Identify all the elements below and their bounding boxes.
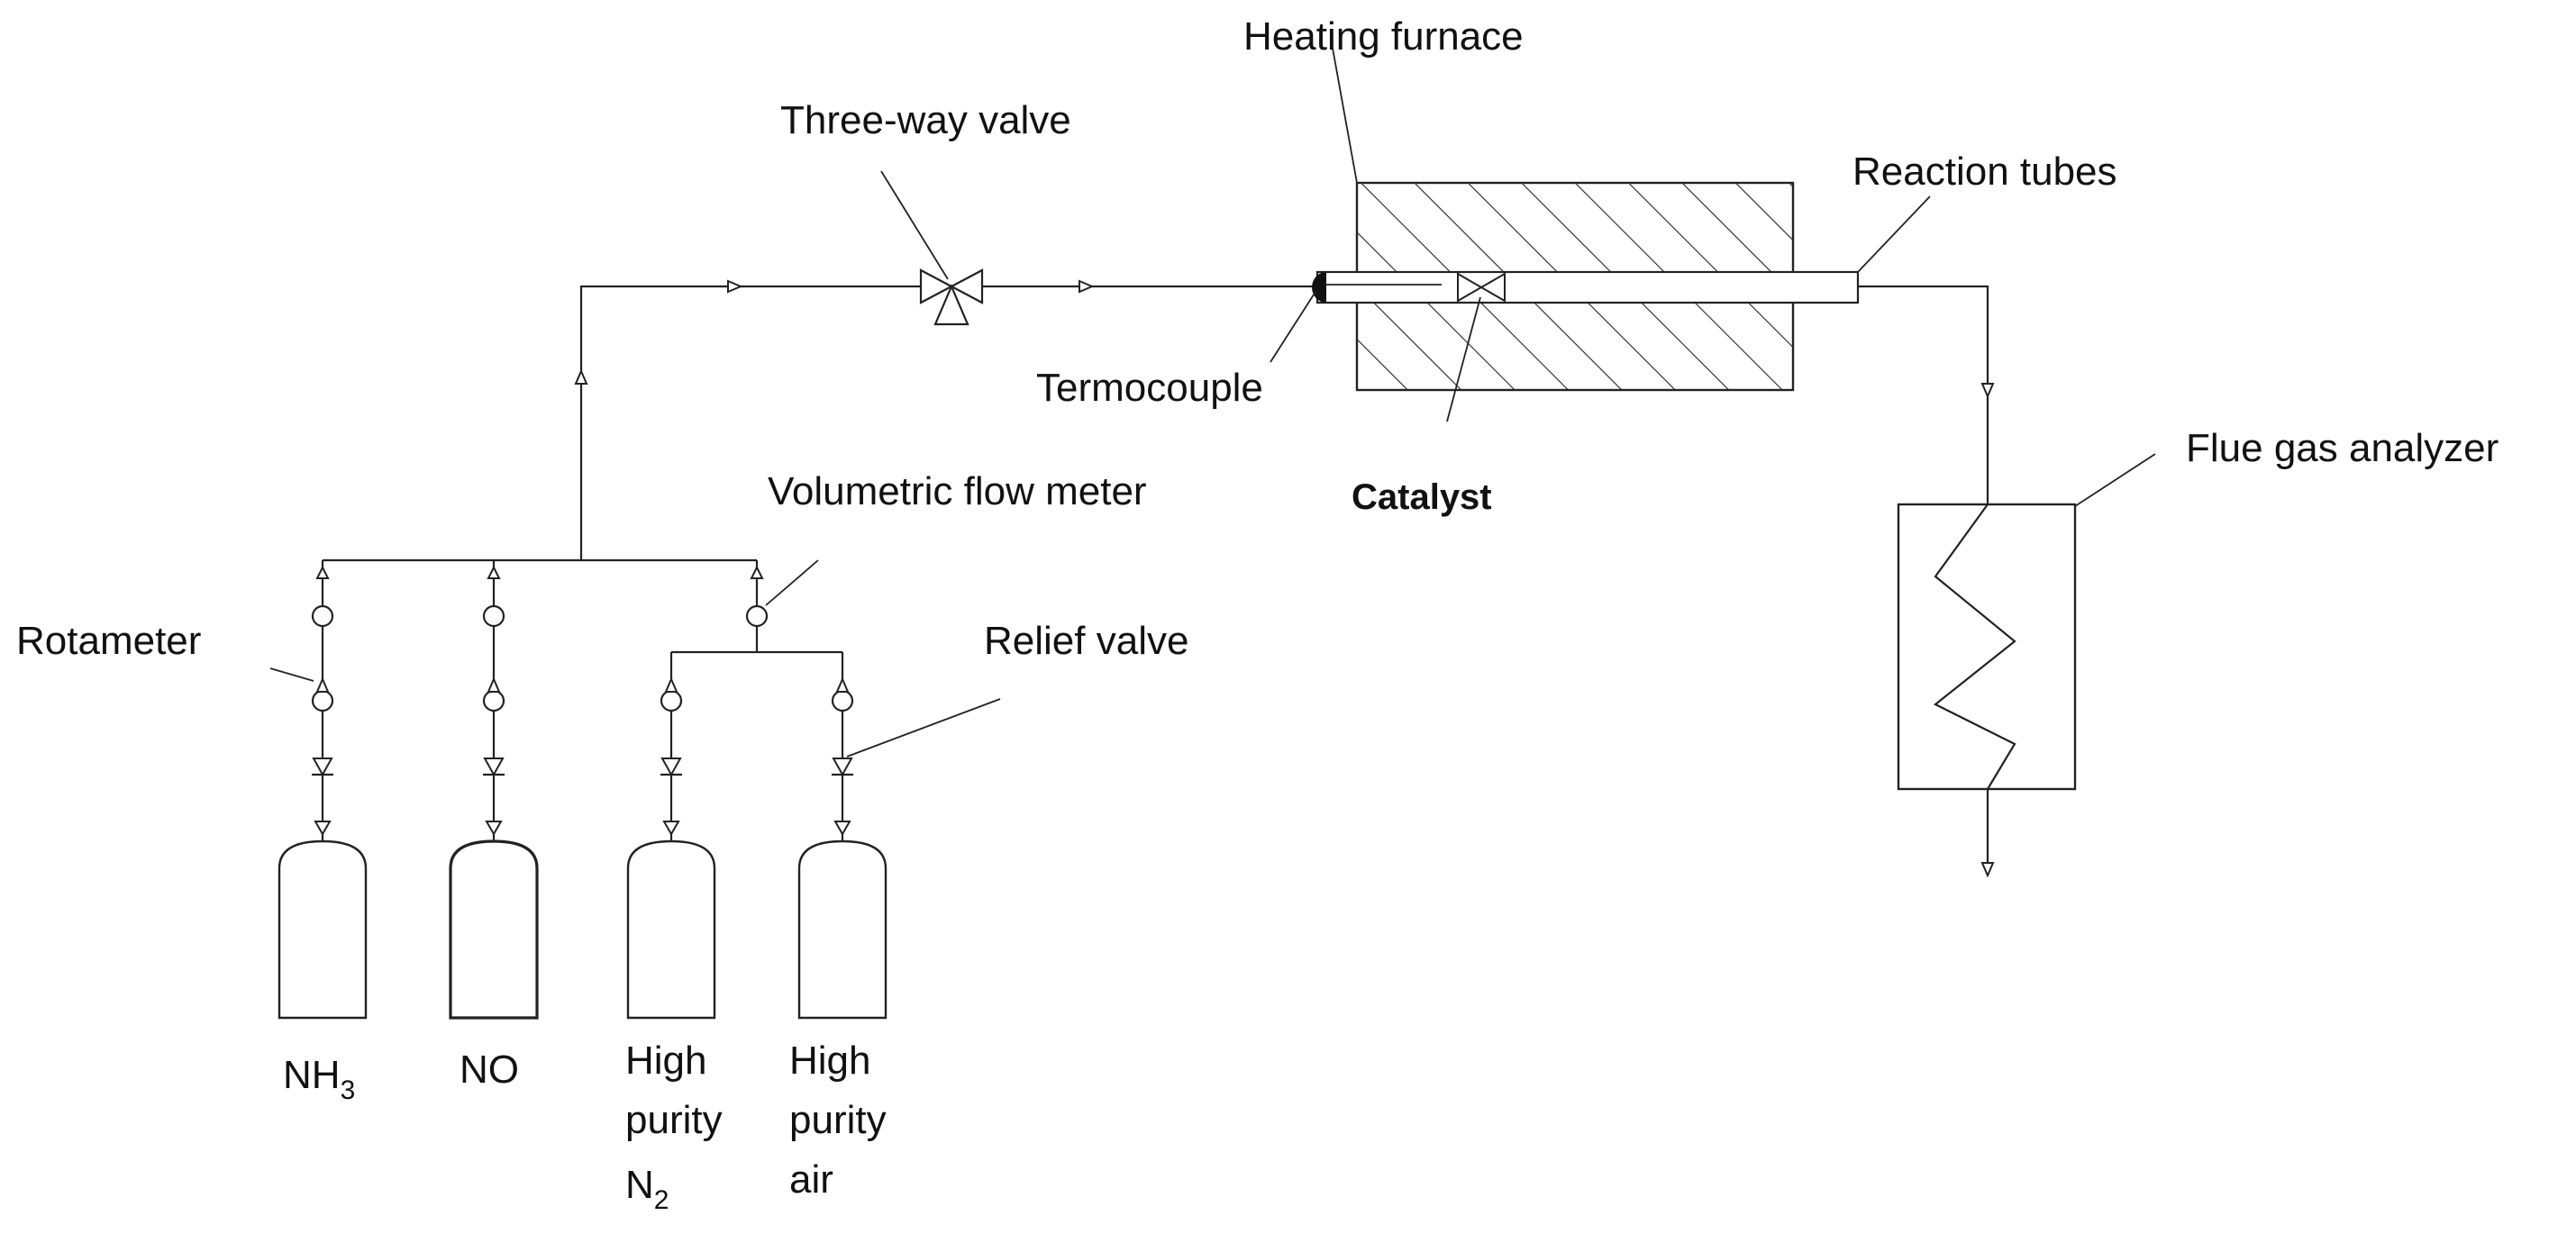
- no-cylinder: [449, 839, 539, 1020]
- n2-label-line2: purity: [625, 1098, 723, 1142]
- rotameter-icon: [660, 689, 683, 712]
- rotameter-leader: [269, 667, 314, 682]
- flow-arrow-right-2: [1079, 279, 1095, 294]
- volumetric-flow-meter-label: Volumetric flow meter: [768, 469, 1147, 513]
- flow-arrow-up: [574, 368, 588, 385]
- flue-gas-analyzer: [1897, 503, 2077, 878]
- relief-valve-icon: [832, 758, 853, 777]
- combined-branch: [745, 565, 769, 628]
- air-label-line3: air: [789, 1157, 833, 1202]
- main-pipeline: [574, 279, 1315, 560]
- no-label: NO: [460, 1048, 519, 1092]
- relief-valve-label: Relief valve: [984, 619, 1188, 663]
- reaction-tubes-leader: [1857, 195, 1931, 273]
- outlet-pipeline: [1858, 285, 1995, 504]
- heating-furnace-label: Heating furnace: [1243, 14, 1524, 59]
- volumetric-flow-meter-icon: [745, 604, 769, 628]
- relief-valve-icon: [312, 758, 333, 777]
- rotameter-label: Rotameter: [16, 619, 201, 663]
- reaction-tube: [1312, 270, 1860, 304]
- termocouple-tip: [1312, 272, 1326, 303]
- rotameter-icon: [311, 689, 334, 712]
- air-label-line1: High: [789, 1039, 871, 1083]
- n2-supply-line: [660, 652, 683, 841]
- air-supply-line: [831, 652, 854, 841]
- n2-label-line1: High: [625, 1039, 707, 1083]
- no-supply-line: [482, 560, 505, 841]
- air-label-line2: purity: [789, 1098, 887, 1142]
- flow-arrow-down-1: [1980, 383, 1995, 399]
- n2-label-formula: N2: [625, 1163, 669, 1215]
- nh3-supply-line: [311, 560, 334, 841]
- air-cylinder: [797, 839, 887, 1020]
- flow-arrow-down-2: [1980, 862, 1995, 878]
- termocouple-label: Termocouple: [1036, 366, 1263, 410]
- gas-manifold: [323, 558, 842, 654]
- heating-furnace-leader: [1331, 42, 1358, 184]
- catalyst-label: Catalyst: [1352, 477, 1492, 517]
- flow-meter-icon: [482, 604, 505, 628]
- reaction-tubes-label: Reaction tubes: [1852, 150, 2117, 194]
- termocouple-leader: [1270, 291, 1316, 363]
- rotameter-icon: [831, 689, 854, 712]
- relief-valve-icon: [660, 758, 682, 777]
- relief-valve-icon: [483, 758, 505, 777]
- catalyst-leader: [1446, 296, 1481, 422]
- catalyst-bed: [1457, 272, 1506, 303]
- three-way-valve: [919, 268, 984, 326]
- analyzer-leader: [2074, 453, 2156, 507]
- nh3-cylinder: [278, 839, 368, 1020]
- rotameter-icon: [482, 689, 505, 712]
- three-way-valve-label: Three-way valve: [780, 98, 1071, 142]
- flow-meter-icon: [311, 604, 334, 628]
- nh3-label: NH3: [283, 1053, 355, 1105]
- flue-gas-analyzer-label: Flue gas analyzer: [2186, 426, 2499, 470]
- flow-arrow-right-1: [727, 279, 743, 294]
- three-way-valve-leader: [880, 170, 949, 280]
- n2-cylinder: [626, 839, 716, 1020]
- relief-valve-leader: [846, 698, 1001, 758]
- volumetric-flow-meter-leader: [765, 559, 819, 606]
- riser-pipe: [579, 285, 1315, 560]
